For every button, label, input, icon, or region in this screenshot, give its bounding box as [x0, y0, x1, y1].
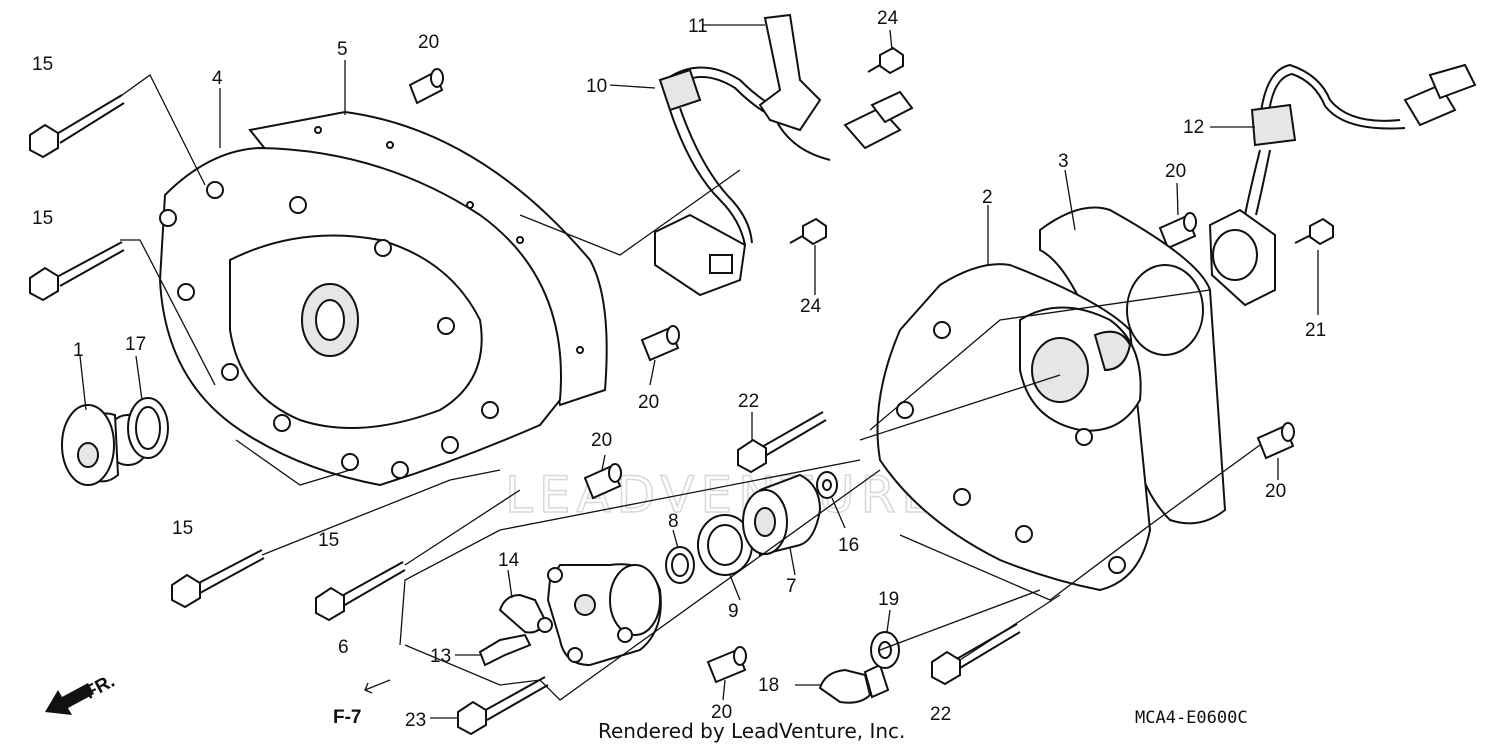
washer-19 [870, 631, 900, 669]
sensor-10 [654, 66, 914, 297]
sensor-12 [1208, 63, 1477, 307]
callout-11: 11 [688, 16, 708, 37]
part-8 [665, 546, 695, 584]
callout-24-b: 24 [800, 296, 822, 317]
callout-20-e: 20 [1165, 161, 1186, 182]
leader-lines [79, 24, 1319, 719]
callout-15-b: 15 [32, 208, 53, 229]
cover-4 [158, 146, 562, 487]
bearing-7 [742, 473, 822, 557]
dowel-20-right-top [1158, 212, 1197, 250]
callout-3: 3 [1058, 151, 1069, 172]
callout-20-a: 20 [418, 32, 439, 53]
callout-6: 6 [338, 637, 349, 658]
bolt-24-bottom [789, 217, 827, 246]
dowel-20-center [640, 325, 680, 362]
callout-2: 2 [982, 187, 993, 208]
bolt-23 [457, 676, 549, 736]
bolt-22-top [737, 411, 827, 474]
callout-12: 12 [1183, 117, 1204, 138]
callout-8: 8 [668, 511, 679, 532]
callout-7: 7 [786, 576, 797, 597]
callout-23: 23 [405, 710, 426, 731]
dowel-20-mid [583, 463, 622, 500]
callout-15-a: 15 [32, 54, 53, 75]
callout-labels: 15 4 5 20 15 1 17 15 15 6 10 11 24 24 20… [32, 8, 1326, 731]
plug-18 [818, 663, 890, 704]
callout-22-a: 22 [738, 391, 759, 412]
callout-21: 21 [1305, 320, 1326, 341]
callout-15-c: 15 [172, 518, 193, 539]
callout-22-b: 22 [930, 704, 951, 725]
render-credit: Rendered by LeadVenture, Inc. [598, 719, 905, 743]
callout-4: 4 [212, 68, 223, 89]
nut-16 [816, 471, 838, 499]
dowel-20-bottom [706, 646, 747, 684]
washer-17 [127, 397, 169, 459]
callout-20-f: 20 [1265, 481, 1286, 502]
callout-1: 1 [73, 340, 84, 361]
callout-5: 5 [337, 39, 348, 60]
callout-13: 13 [430, 646, 451, 667]
callout-15-d: 15 [318, 530, 339, 551]
callout-24-a: 24 [877, 8, 899, 29]
diagram-code: MCA4-E0600C [1135, 708, 1248, 728]
callout-19: 19 [878, 589, 899, 610]
bolt-22-bottom [931, 623, 1021, 686]
bolt-15-d [315, 561, 406, 622]
callout-10: 10 [586, 76, 607, 97]
bolt-15-b [29, 241, 125, 302]
clamp-11 [758, 13, 822, 132]
fitting-14 [498, 593, 553, 634]
callout-14: 14 [498, 550, 520, 571]
callout-9: 9 [728, 601, 739, 622]
front-direction-label: FR. [82, 671, 119, 704]
case-2 [876, 263, 1152, 592]
callout-20-c: 20 [591, 430, 612, 451]
callout-20-b: 20 [638, 392, 659, 413]
reference-f7: F-7 [333, 679, 391, 728]
bolt-24-top [867, 46, 904, 75]
callout-16: 16 [838, 535, 859, 556]
front-direction-arrow: FR. [45, 671, 118, 715]
nipple-13 [478, 633, 532, 667]
reference-label: F-7 [333, 707, 362, 728]
dowel-20-top [408, 68, 444, 105]
callout-18: 18 [758, 675, 779, 696]
bolt-21 [1294, 217, 1334, 246]
bolt-15-c [171, 549, 265, 609]
callout-20-d: 20 [711, 702, 732, 723]
housing-6 [546, 563, 662, 667]
bolt-15-a [29, 94, 125, 159]
callout-17: 17 [125, 334, 146, 355]
dowel-20-right-bottom [1256, 422, 1295, 460]
